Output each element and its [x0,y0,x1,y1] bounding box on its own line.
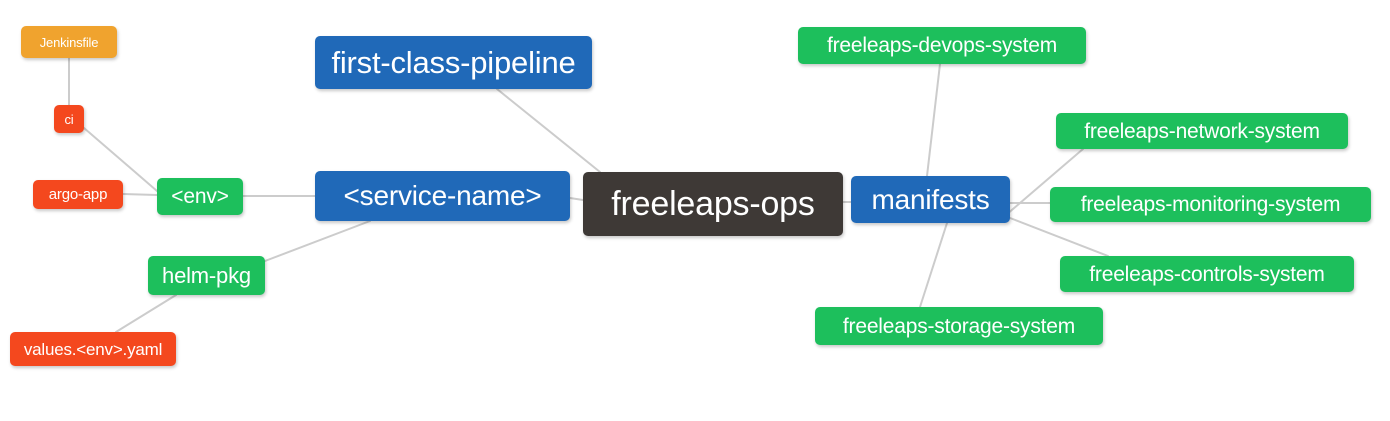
mindmap-node-env[interactable]: <env> [157,178,243,215]
mindmap-node-label: freeleaps-ops [611,185,815,223]
mindmap-node-first-class-pipeline[interactable]: first-class-pipeline [315,36,592,89]
mindmap-node-freeleaps-ops[interactable]: freeleaps-ops [583,172,843,236]
mindmap-node-ci[interactable]: ci [54,105,84,133]
mindmap-edge [1009,217,1109,257]
mindmap-edge [926,63,941,177]
mindmap-node-freeleaps-controls-system[interactable]: freeleaps-controls-system [1060,256,1354,292]
mindmap-node-service-name[interactable]: <service-name> [315,171,570,221]
mindmap-node-freeleaps-storage-system[interactable]: freeleaps-storage-system [815,307,1103,345]
mindmap-node-label: helm-pkg [162,262,251,288]
mindmap-node-label: manifests [871,183,990,215]
mindmap-edge [122,193,158,196]
mindmap-node-label: ci [64,111,74,127]
mindmap-node-label: <service-name> [343,180,542,211]
mindmap-edge [919,222,948,308]
mindmap-node-argo-app[interactable]: argo-app [33,180,123,209]
mindmap-node-label: argo-app [48,186,108,203]
mindmap-node-label: first-class-pipeline [331,45,576,80]
mindmap-edge [569,197,584,201]
mindmap-node-label: freeleaps-controls-system [1089,262,1325,286]
mindmap-node-freeleaps-network-system[interactable]: freeleaps-network-system [1056,113,1348,149]
mindmap-node-freeleaps-devops-system[interactable]: freeleaps-devops-system [798,27,1086,64]
mindmap-node-label: freeleaps-storage-system [842,314,1076,338]
mindmap-edge [115,294,177,333]
mindmap-node-label: Jenkinsfile [39,34,99,50]
mindmap-edge [264,220,371,262]
mindmap-node-helm-pkg[interactable]: helm-pkg [148,256,265,295]
mindmap-node-values-env-yaml[interactable]: values.<env>.yaml [10,332,176,366]
mindmap-node-label: freeleaps-monitoring-system [1080,193,1341,216]
mindmap-edge [496,88,601,173]
mindmap-node-label: freeleaps-devops-system [827,34,1057,57]
mindmap-node-freeleaps-monitoring-system[interactable]: freeleaps-monitoring-system [1050,187,1371,222]
mindmap-node-label: <env> [171,185,229,208]
mindmap-node-label: freeleaps-network-system [1084,119,1320,143]
mindmap-node-label: values.<env>.yaml [23,339,163,359]
mindmap-node-manifests[interactable]: manifests [851,176,1010,223]
mindmap-node-jenkinsfile[interactable]: Jenkinsfile [21,26,117,58]
